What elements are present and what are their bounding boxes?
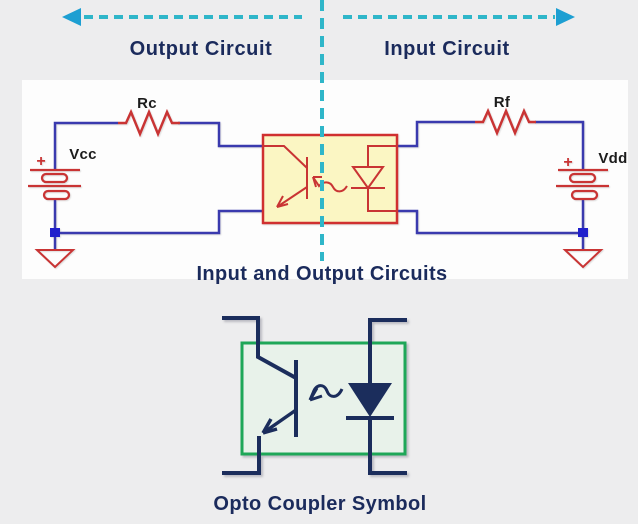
led-symbol xyxy=(351,145,397,212)
phototransistor-symbol xyxy=(263,145,308,208)
vcc-supply-label: Vcc xyxy=(69,146,97,163)
ground-symbol-left xyxy=(34,249,76,269)
vdd-battery xyxy=(556,168,609,201)
vcc-plus-sign: + xyxy=(36,153,45,170)
output-loop-wires xyxy=(53,121,263,250)
io-circuits-caption: Input and Output Circuits xyxy=(196,263,448,285)
rc-resistor-label: Rc xyxy=(137,95,157,112)
ground-symbol-right xyxy=(562,249,604,269)
symbol-led xyxy=(346,318,407,475)
node-left xyxy=(50,228,60,237)
symbol-photon-arrow-icon xyxy=(308,384,344,402)
output-circuit-label: Output Circuit xyxy=(129,38,273,60)
opto-symbol-caption: Opto Coupler Symbol xyxy=(213,493,427,515)
output-direction-arrow-icon xyxy=(62,8,302,26)
symbol-phototransistor xyxy=(222,316,298,475)
vcc-battery xyxy=(28,168,81,201)
vdd-plus-sign: + xyxy=(563,154,572,171)
vdd-supply-label: Vdd xyxy=(598,150,628,167)
input-loop-wires xyxy=(397,120,585,250)
opto-coupler-symbol xyxy=(222,316,407,475)
rc-resistor xyxy=(118,108,180,138)
rf-resistor-label: Rf xyxy=(493,94,511,111)
optocoupler-package xyxy=(261,133,399,225)
rf-resistor xyxy=(475,107,536,137)
input-circuit-label: Input Circuit xyxy=(384,38,510,60)
opto-package-body xyxy=(261,133,399,225)
symbol-led-triangle xyxy=(348,383,392,417)
input-direction-arrow-icon xyxy=(343,8,575,26)
node-right xyxy=(578,228,588,237)
